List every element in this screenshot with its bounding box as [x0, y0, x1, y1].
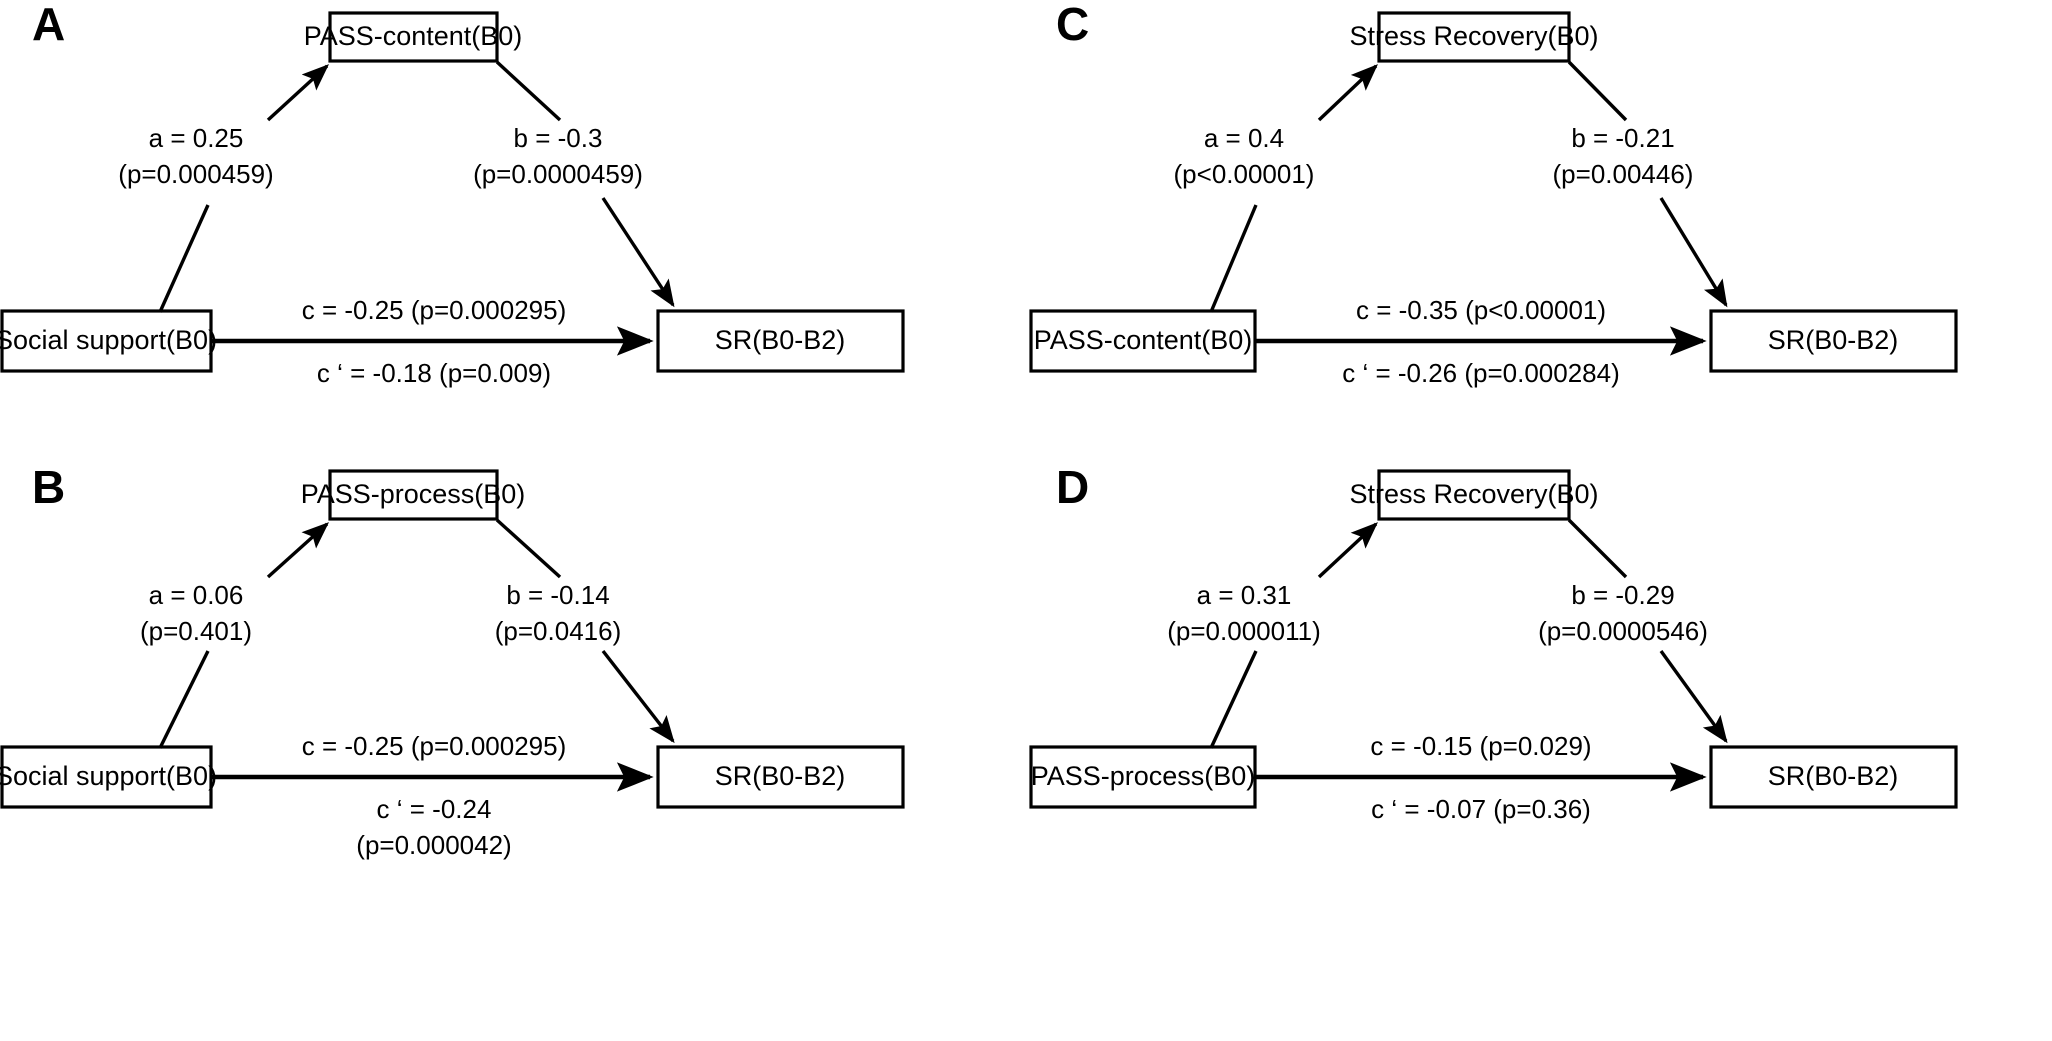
path-b-pvalue: (p=0.0000459)	[473, 159, 643, 189]
path-c-label: c = -0.25 (p=0.000295)	[302, 295, 567, 325]
path-b-upper-segment	[1567, 60, 1628, 122]
panel-b: B PASS-process(B0) Social support(B0) SR…	[0, 455, 1026, 975]
path-b-pvalue: (p=0.0416)	[495, 616, 621, 646]
path-b-pvalue: (p=0.0000546)	[1538, 616, 1708, 646]
path-cprime-label: c ‘ = -0.24	[377, 794, 492, 824]
mediator-label: Stress Recovery(B0)	[1349, 479, 1598, 509]
path-a-coefficient: a = 0.4	[1204, 123, 1284, 153]
path-cprime-label: c ‘ = -0.07 (p=0.36)	[1371, 794, 1591, 824]
mediator-label: PASS-process(B0)	[301, 479, 526, 509]
path-b-lower-arrow	[601, 197, 675, 308]
path-b-coefficient: b = -0.14	[506, 580, 609, 610]
outcome-box	[656, 745, 905, 809]
mediator-box	[1377, 469, 1571, 521]
predictor-box	[0, 309, 213, 373]
mediator-box	[1377, 11, 1571, 63]
mediator-box	[328, 11, 499, 63]
outcome-label: SR(B0-B2)	[715, 325, 846, 355]
path-a-coefficient: a = 0.31	[1197, 580, 1292, 610]
path-a-upper-arrow	[266, 522, 330, 579]
path-a-pvalue: (p<0.00001)	[1174, 159, 1315, 189]
path-c-label: c = -0.35 (p<0.00001)	[1356, 295, 1606, 325]
mediator-label: PASS-content(B0)	[304, 21, 523, 51]
path-b-coefficient: b = -0.3	[514, 123, 603, 153]
outcome-label: SR(B0-B2)	[1768, 325, 1899, 355]
path-c-label: c = -0.15 (p=0.029)	[1370, 731, 1591, 761]
predictor-label: Social support(B0)	[0, 761, 217, 791]
path-b-coefficient: b = -0.29	[1571, 580, 1674, 610]
path-b-pvalue: (p=0.00446)	[1553, 159, 1694, 189]
outcome-label: SR(B0-B2)	[1768, 761, 1899, 791]
panel-a: A PASS-content(B0) Social support(B0) SR…	[0, 0, 1026, 520]
path-a-lower-segment	[158, 204, 210, 313]
panel-c: C Stress Recovery(B0) PASS-content(B0) S…	[1026, 0, 2052, 520]
mediator-box	[328, 469, 499, 521]
path-b-upper-segment	[1567, 518, 1628, 579]
outcome-box	[1709, 309, 1958, 373]
path-b-upper-segment	[495, 60, 562, 122]
path-a-upper-arrow	[1317, 64, 1378, 122]
path-cprime-pvalue: (p=0.000042)	[356, 830, 511, 860]
predictor-label: Social support(B0)	[0, 325, 217, 355]
panel-letter: C	[1056, 0, 1089, 50]
panel-letter: A	[32, 0, 65, 50]
panel-letter: D	[1056, 461, 1089, 513]
path-a-coefficient: a = 0.25	[149, 123, 244, 153]
path-a-pvalue: (p=0.000011)	[1167, 616, 1320, 646]
path-cprime-label: c ‘ = -0.26 (p=0.000284)	[1342, 358, 1620, 388]
predictor-box	[0, 745, 213, 809]
path-b-lower-arrow	[601, 649, 675, 744]
path-cprime-label: c ‘ = -0.18 (p=0.009)	[317, 358, 551, 388]
path-c-label: c = -0.25 (p=0.000295)	[302, 731, 567, 761]
path-a-coefficient: a = 0.06	[149, 580, 244, 610]
predictor-label: PASS-process(B0)	[1031, 761, 1256, 791]
path-a-upper-arrow	[1317, 522, 1378, 579]
path-b-coefficient: b = -0.21	[1571, 123, 1674, 153]
outcome-label: SR(B0-B2)	[715, 761, 846, 791]
path-a-lower-segment	[158, 650, 210, 749]
path-a-lower-segment	[1209, 204, 1258, 313]
path-b-lower-arrow	[1659, 197, 1728, 308]
path-a-upper-arrow	[266, 64, 330, 122]
path-b-upper-segment	[495, 518, 562, 579]
path-a-pvalue: (p=0.401)	[140, 616, 252, 646]
predictor-box	[1029, 745, 1257, 809]
outcome-box	[1709, 745, 1958, 809]
outcome-box	[656, 309, 905, 373]
path-a-pvalue: (p=0.000459)	[118, 159, 273, 189]
mediator-label: Stress Recovery(B0)	[1349, 21, 1598, 51]
predictor-label: PASS-content(B0)	[1034, 325, 1253, 355]
panel-letter: B	[32, 461, 65, 513]
panel-d: D Stress Recovery(B0) PASS-process(B0) S…	[1026, 455, 2052, 975]
path-b-lower-arrow	[1659, 650, 1728, 744]
path-a-lower-segment	[1209, 650, 1258, 749]
